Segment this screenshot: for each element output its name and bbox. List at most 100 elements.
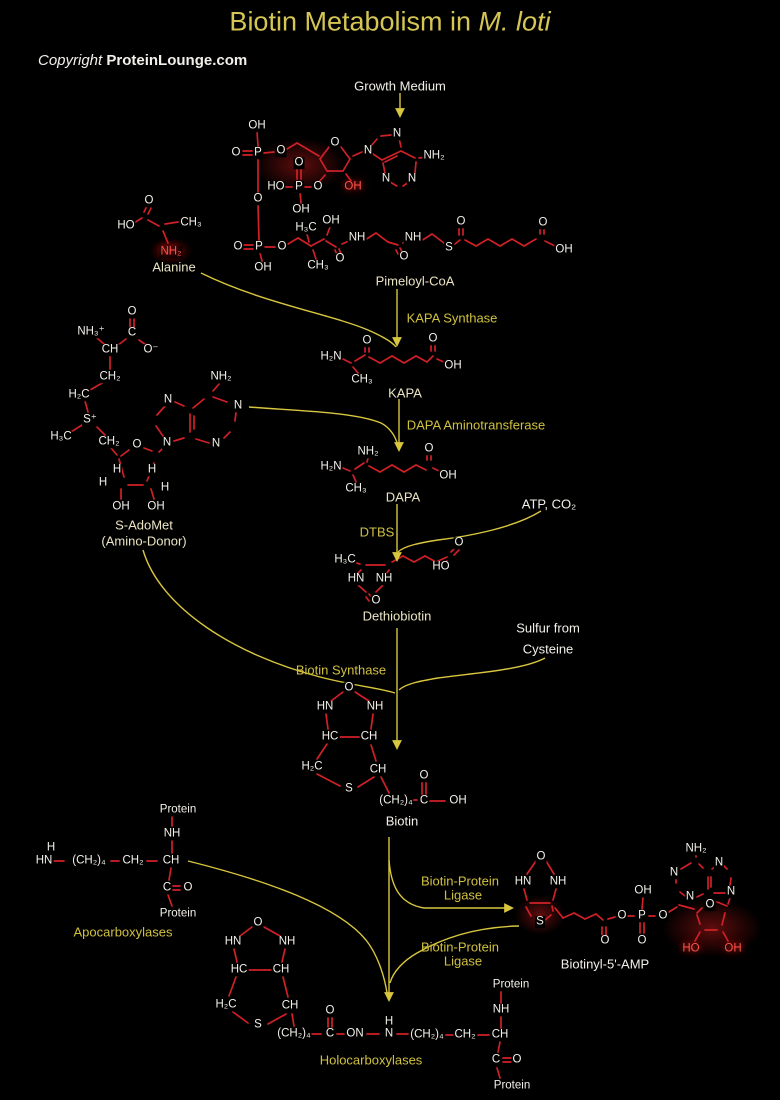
label-biotin-synthase: Biotin Synthase [295, 662, 387, 678]
atom-label: (CH₂)₄ [378, 794, 414, 807]
atom-label: P [254, 240, 264, 253]
s-adomet-curve [248, 406, 399, 447]
atom-label: CH [271, 963, 291, 976]
atom-label: HC [320, 730, 340, 743]
atom-label: NH [277, 935, 297, 948]
label-holocarboxylases: Holocarboxylases [319, 1052, 423, 1068]
atom-label: N [210, 437, 222, 450]
atom-label: OH [146, 500, 166, 513]
atom-label: HO [116, 219, 136, 232]
atom-label: O [312, 180, 324, 193]
atom-label: O [232, 240, 244, 253]
atom-label: N [161, 436, 173, 449]
atom-label: H [111, 463, 123, 476]
label-dapa-aminotransferase: DAPA Aminotransferase [406, 417, 546, 433]
holocarboxylases-structure [228, 926, 512, 1079]
label-dapa: DAPA [385, 489, 421, 505]
label-biotin-protein-ligase-1b: Ligase [443, 887, 483, 903]
atom-label: NH [365, 700, 385, 713]
atom-label: HO [681, 942, 701, 955]
atom-label: OH [554, 243, 574, 256]
atom-label: NH [491, 1003, 511, 1016]
copyright-site: ProteinLounge.com [106, 52, 248, 69]
atom-label: P [253, 146, 263, 159]
atom-label: CH₃ [350, 373, 374, 386]
atom-label: H [146, 463, 158, 476]
atom-label: OH [633, 884, 653, 897]
atom-label: O [126, 305, 138, 318]
atom-label: O [616, 909, 628, 922]
alanine-curve [200, 272, 397, 348]
atom-label: O [453, 536, 465, 549]
ligase-branch-arrow [388, 859, 514, 913]
atom-label: HO [431, 560, 451, 573]
atom-label: O [511, 1053, 523, 1066]
atom-label: HC [229, 963, 249, 976]
atom-label: O [704, 898, 716, 911]
label-dethiobiotin: Dethiobiotin [362, 608, 432, 624]
coa-pantetheine-pimeloyl-structure [243, 226, 556, 262]
dapa-structure [342, 453, 442, 483]
atom-label: N [391, 127, 403, 140]
atom-label: S [444, 241, 454, 254]
atom-label: O [329, 136, 341, 149]
atom-label: S [535, 915, 545, 928]
atom-label: CH₂ [97, 435, 121, 448]
atom-label: H₂N [319, 350, 343, 363]
atom-label: CH [359, 730, 379, 743]
atom-label: HN [223, 935, 243, 948]
atom-label: O [131, 438, 143, 451]
atom-label: NH [374, 572, 394, 585]
label-dtbs: DTBS [359, 524, 395, 540]
apocarboxylases-structure [53, 816, 181, 907]
atom-label: H₂C [300, 760, 324, 773]
label-biotin-protein-ligase-1: Biotin-Protein [420, 873, 500, 889]
label-kapa-synthase: KAPA Synthase [406, 310, 498, 326]
label-amino-donor: (Amino-Donor) [101, 533, 187, 549]
atom-label: O [398, 250, 410, 263]
atom-label: CH₂ [98, 370, 122, 383]
copyright: Copyright ProteinLounge.com [38, 52, 247, 69]
atom-label: OH [321, 214, 341, 227]
atom-label: CH₂ [453, 1028, 477, 1041]
atom-label: N [162, 393, 174, 406]
atom-label: HO [266, 180, 286, 193]
atom-label: H [97, 476, 109, 489]
atom-label: N [684, 890, 696, 903]
atom-label: N [383, 1027, 395, 1040]
atom-label: N [362, 144, 374, 157]
atom-label: H [45, 841, 57, 854]
atom-label: CH₃ [306, 259, 330, 272]
atom-label: HN [346, 572, 366, 585]
atom-label: OH [343, 180, 363, 193]
atom-label: N [725, 885, 737, 898]
label-biotin-protein-ligase-2: Biotin-Protein [420, 939, 500, 955]
atom-label: NH [403, 231, 423, 244]
atom-label: H₃C [49, 430, 73, 443]
atom-label: O [230, 146, 242, 159]
atom-label: C [418, 794, 430, 807]
atom-label: ON [345, 1027, 365, 1040]
atom-label: C [126, 326, 138, 339]
atom-label: (CH₂)₄ [409, 1028, 445, 1041]
atom-label: NH [347, 231, 367, 244]
atom-label: O [275, 144, 287, 157]
atom-label: CH₃ [344, 482, 368, 495]
sulfur-curve [398, 657, 546, 691]
atom-label: CH [368, 763, 388, 776]
atom-label: OH [723, 942, 743, 955]
atom-label: O [535, 850, 547, 863]
atom-label: NH₂ [159, 245, 183, 258]
atom-label: N [380, 172, 392, 185]
atom-label: N [406, 172, 418, 185]
atom-label: HN [34, 854, 54, 867]
title-text: Biotin Metabolism in [229, 6, 472, 37]
atom-label: O [370, 594, 382, 607]
atom-label: OH [253, 261, 273, 274]
atom-label: OH [111, 500, 131, 513]
atom-label: O [423, 442, 435, 455]
label-alanine: Alanine [152, 259, 196, 275]
atom-label: Protein [158, 907, 198, 920]
atom-label: O [182, 881, 194, 894]
